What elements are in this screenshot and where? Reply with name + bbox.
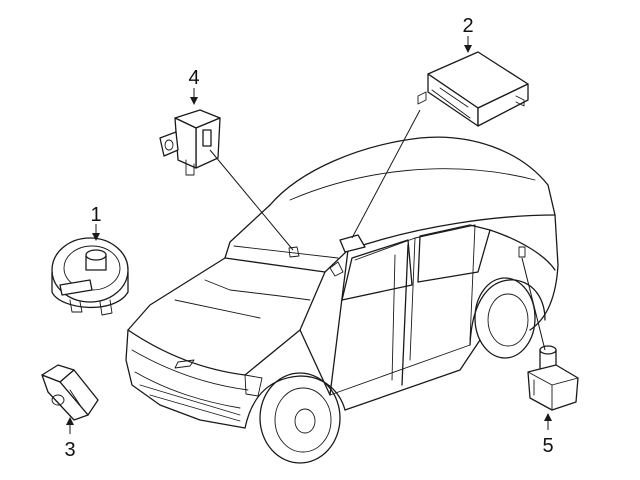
impact-sensor-part-5 (527, 345, 579, 411)
clock-spring-part (51, 237, 129, 316)
car-body (125, 136, 559, 464)
airbag-control-module-part (417, 51, 529, 127)
impact-sensor-part-4 (159, 109, 221, 176)
callout-4: 4 (188, 67, 199, 89)
callout-5: 5 (542, 435, 553, 457)
leader-lines (209, 109, 546, 351)
callout-1: 1 (90, 204, 101, 226)
callout-2: 2 (462, 15, 473, 37)
callout-arrows (66, 36, 552, 434)
callout-3: 3 (64, 439, 75, 461)
impact-sensor-part-3 (41, 364, 99, 421)
